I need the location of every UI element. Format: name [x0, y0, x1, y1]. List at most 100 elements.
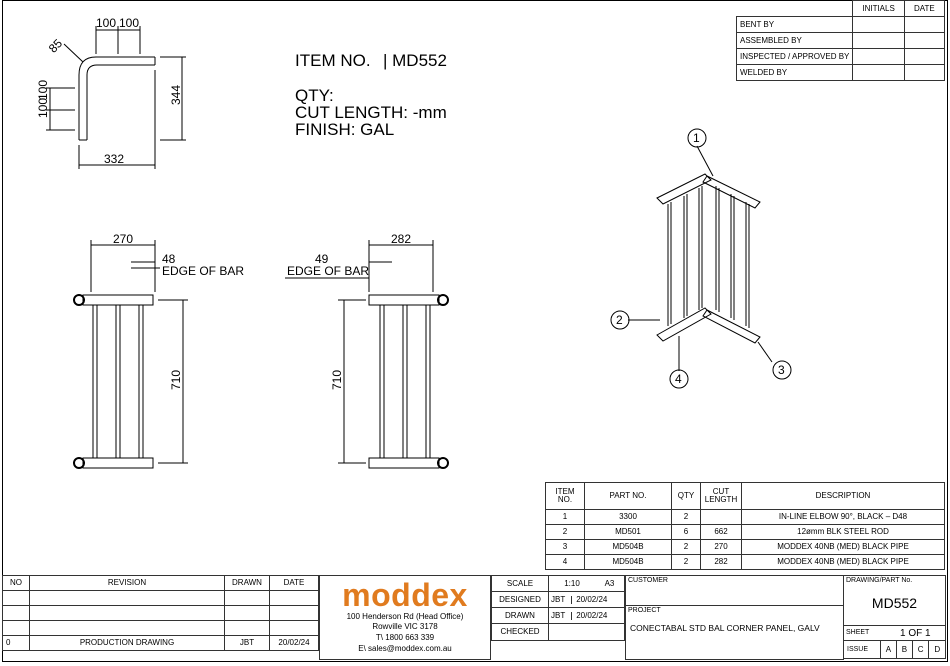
bom-part: 3300: [584, 509, 672, 525]
dim-100b: 100: [119, 16, 139, 30]
bom-cut: 282: [700, 554, 742, 570]
rev-no: 0: [2, 635, 30, 651]
bom-qty: 2: [671, 554, 701, 570]
project-box: PROJECT CONECTABAL STD BAL CORNER PANEL,…: [625, 605, 844, 660]
bom-item: 4: [545, 554, 585, 570]
scale-label: SCALE: [491, 575, 549, 592]
sheet-label: SHEET: [846, 629, 870, 636]
left-view: [73, 240, 188, 469]
bom-cut: 662: [700, 524, 742, 540]
bom-table: ITEM NO. PART NO. QTY CUT LENGTH DESCRIP…: [545, 482, 945, 570]
scale-value: 1:10: [548, 575, 595, 592]
rev-header-drawn: DRAWN: [224, 575, 270, 591]
bom-qty: 6: [671, 524, 701, 540]
sheet-box: SHEET 1 OF 1: [843, 625, 946, 641]
rev-header-revision: REVISION: [29, 575, 225, 591]
company-phone: T\ 1800 663 339: [375, 633, 435, 642]
customer-box: CUSTOMER: [625, 575, 844, 606]
bom-desc: MODDEX 40NB (MED) BLACK PIPE: [741, 554, 945, 570]
balloon-3: 3: [778, 363, 785, 377]
bom-row: 4 MD504B 2 282 MODDEX 40NB (MED) BLACK P…: [545, 554, 945, 570]
bom-item: 2: [545, 524, 585, 540]
dim-344: 344: [169, 85, 183, 105]
designed-date: 20/02/24: [576, 594, 608, 604]
dim-332: 332: [104, 152, 124, 166]
dim-48: 48: [162, 252, 176, 266]
drawing-views: 100 100 85 100 100 344 332 270 48 EDGE O…: [36, 16, 792, 469]
bom-cut: [700, 509, 742, 525]
bom-row: 3 MD504B 2 270 MODDEX 40NB (MED) BLACK P…: [545, 539, 945, 555]
qty-label: QTY:: [295, 86, 334, 105]
drawing-no-label: DRAWING/PART No.: [846, 577, 913, 584]
bom-item: 3: [545, 539, 585, 555]
bom-part: MD501: [584, 524, 672, 540]
bom-desc: IN-LINE ELBOW 90°, BLACK – D48: [741, 509, 945, 525]
rev-header-no: NO: [2, 575, 30, 591]
bom-qty: 2: [671, 539, 701, 555]
signoff-table: INITIALS DATE BENT BY ASSEMBLED BY INSPE…: [735, 0, 946, 81]
isometric-view: [610, 128, 792, 389]
designed-label: DESIGNED: [491, 591, 549, 608]
bom-item: 1: [545, 509, 585, 525]
dim-270: 270: [113, 232, 133, 246]
dim-282: 282: [391, 232, 411, 246]
bom-desc: MODDEX 40NB (MED) BLACK PIPE: [741, 539, 945, 555]
issue-table: ISSUE A B C D: [843, 640, 946, 659]
item-no-label: ITEM NO.: [295, 51, 371, 70]
checked-label: CHECKED: [491, 623, 549, 641]
company-address2: Rowville VIC 3178: [372, 622, 438, 631]
finish-label: FINISH: GAL: [295, 120, 395, 139]
bom-row: 1 3300 2 IN-LINE ELBOW 90°, BLACK – D48: [545, 509, 945, 525]
company-block: moddex 100 Henderson Rd (Head Office) Ro…: [319, 575, 491, 660]
edge-label-left: EDGE OF BAR: [162, 264, 244, 278]
balloon-4: 4: [675, 372, 682, 386]
bom-row: 2 MD501 6 662 12ømm BLK STEEL ROD: [545, 524, 945, 540]
bom-cut: 270: [700, 539, 742, 555]
dim-49: 49: [315, 252, 329, 266]
right-view: [285, 240, 449, 469]
bom-header-qty: QTY: [671, 482, 701, 510]
dim-left-100b: 100: [36, 98, 50, 118]
bom-header-desc: DESCRIPTION: [741, 482, 945, 510]
revision-table: NO REVISION DRAWN DATE 0 PRODUCTION DRAW…: [2, 575, 319, 651]
designed-by: JBT: [550, 595, 572, 604]
dim-710-right: 710: [330, 370, 344, 390]
item-no-value: | MD552: [383, 51, 447, 70]
rev-date: 20/02/24: [269, 635, 319, 651]
sheet-size: A3: [595, 575, 625, 592]
balloon-2: 2: [616, 313, 623, 327]
dim-radius: 85: [46, 36, 66, 56]
bom-part: MD504B: [584, 554, 672, 570]
drawing-no: MD552: [871, 595, 918, 611]
rev-drawn: JBT: [224, 635, 270, 651]
top-view: [46, 26, 186, 169]
company-email: E\ sales@moddex.com.au: [358, 644, 452, 653]
title-block: SCALE 1:10 A3 DESIGNED JBT 20/02/24 DRAW…: [491, 575, 625, 641]
company-logo: moddex: [342, 577, 468, 613]
issue-c: C: [911, 640, 930, 659]
drawn-by: JBT: [550, 611, 572, 620]
sheet-value: 1 OF 1: [900, 628, 931, 639]
issue-a: A: [880, 640, 897, 659]
bom-part: MD504B: [584, 539, 672, 555]
project-value: CONECTABAL STD BAL CORNER PANEL, GALV: [630, 623, 820, 633]
dim-100a: 100: [96, 16, 116, 30]
edge-label-right: EDGE OF BAR: [287, 264, 369, 278]
rev-row: 0 PRODUCTION DRAWING JBT 20/02/24: [2, 635, 319, 651]
company-address1: 100 Henderson Rd (Head Office): [346, 612, 464, 621]
issue-b: B: [895, 640, 913, 659]
cut-length-label: CUT LENGTH: -mm: [295, 103, 447, 122]
customer-label: CUSTOMER: [628, 577, 668, 584]
dim-710-left: 710: [169, 370, 183, 390]
bom-qty: 2: [671, 509, 701, 525]
bom-header-item: ITEM NO.: [545, 482, 585, 510]
dim-left-100a: 100: [36, 80, 50, 100]
balloon-1: 1: [693, 131, 700, 145]
drawing-no-box: DRAWING/PART No. MD552: [843, 575, 946, 626]
rev-description: PRODUCTION DRAWING: [29, 635, 225, 651]
drawn-date: 20/02/24: [576, 610, 608, 620]
drawn-label: DRAWN: [491, 607, 549, 624]
bom-header-cut: CUT LENGTH: [700, 482, 742, 510]
issue-d: D: [928, 640, 946, 659]
